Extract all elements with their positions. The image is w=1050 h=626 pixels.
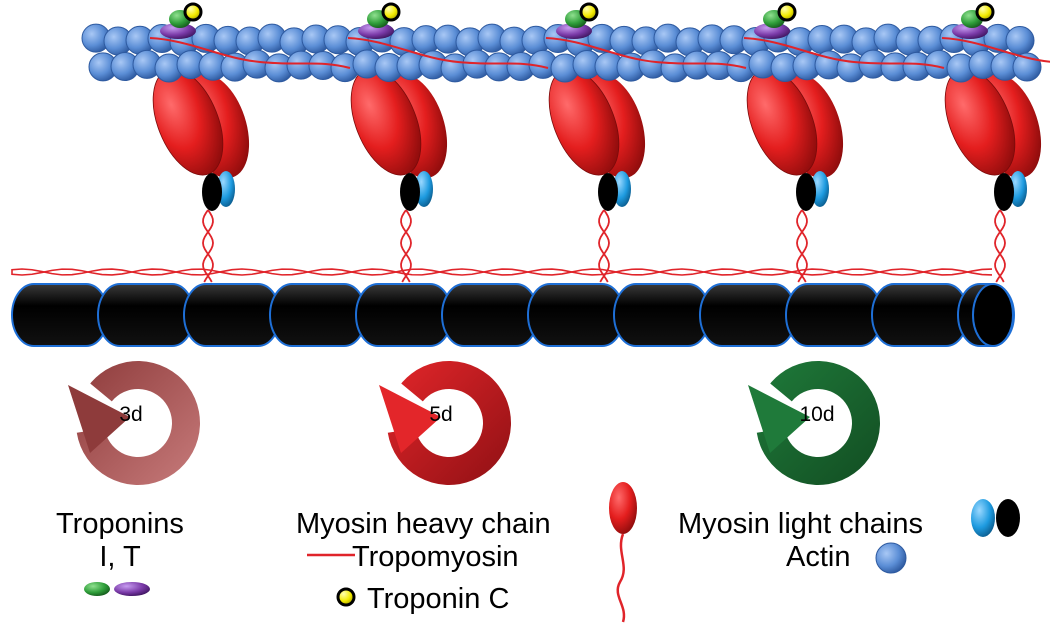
light-chain-black [994,173,1014,211]
troponin-c [381,2,401,22]
cycle-ring-icon [387,361,512,485]
legend-troponin-c-label: Troponin C [367,583,509,615]
thick-filament-segment [699,283,797,347]
myosin-tail [400,209,412,283]
thick-filament-strand [11,268,993,276]
myosin-tail [796,209,808,283]
cycle-myosin-light-chains: 10d [748,361,880,486]
myosin-tail [598,209,610,283]
tropomyosin-segment [149,37,351,69]
cycle-myosin-heavy-chain: 5d [379,361,512,485]
legend-actin: Actin [786,541,907,574]
light-chain-blue [415,171,433,207]
light-chain-blue-icon [971,499,995,537]
tropomyosin-strand [149,37,1050,69]
thick-filament-segment [871,283,969,347]
tropomyosin-segment [941,37,1050,63]
myosin-tail [202,209,214,283]
myosin-tail [796,209,808,283]
thick-filament-segment [613,283,711,347]
actin-monomer [1005,25,1035,55]
troponin-t [952,23,988,39]
troponin-c [183,2,203,22]
light-chain-black [400,173,420,211]
cycle-ring-icon [76,361,200,485]
light-chain-blue [811,171,829,207]
legend-myosin-light-chains: Myosin light chains [678,499,1020,540]
light-chain-blue [217,171,235,207]
myosin-heavy-chain-icon [609,482,637,534]
myosin-tail [994,209,1006,283]
myosin-heavy-chain-tail-icon [616,533,626,623]
thick-filament-segment [269,283,367,347]
troponin-c [975,2,995,22]
cycle-label-3d: 3d [119,403,142,426]
legend-troponin-c: Troponin C [336,583,509,615]
troponin-t-icon [114,582,150,596]
troponin-t [160,23,196,39]
cycle-arrow-icon [68,385,130,453]
thick-filament-segment [11,283,109,347]
light-chain-black [202,173,222,211]
light-chain-blue [613,171,631,207]
myosin-tail [598,209,610,283]
light-chain-black [796,173,816,211]
light-chain-blue [1009,171,1027,207]
myosin-tails [202,209,1006,283]
thick-filament-segment [785,283,883,347]
troponin-t [358,23,394,39]
thick-filament-segment [527,283,625,347]
tropomyosin-segment [347,37,549,69]
legend-troponins: Troponins I, T [56,508,184,596]
cycle-ring-icon [756,361,880,486]
cycle-troponins: 3d [68,361,200,485]
light-chain-black-icon [996,499,1020,537]
legend-troponins-subtypes: I, T [99,541,141,573]
myosin-tail [994,209,1006,283]
troponin-c-icon [336,587,356,607]
legend-actin-label: Actin [786,541,850,573]
legend-myosin-heavy-chain-label: Myosin heavy chain [296,508,551,540]
legend-myosin-heavy-chain: Myosin heavy chain [296,482,637,623]
myosin-heads [152,68,1042,211]
cycle-arrow-icon [379,385,441,453]
legend-tropomyosin-label: Tropomyosin [352,541,519,573]
troponin-c [777,2,797,22]
actin-icon [875,542,907,574]
troponin-complexes [160,2,995,39]
myosin-tail [202,209,214,283]
troponin-c [579,2,599,22]
troponin-t [556,23,592,39]
thick-filament-strand [11,268,993,276]
cycle-arrow-icon [748,385,810,453]
cycle-label-5d: 5d [429,403,452,426]
troponin-i-icon [84,582,110,596]
light-chain-black [598,173,618,211]
thick-filament [11,268,1015,347]
cycle-label-10d: 10d [799,403,834,426]
myosin-tail [400,209,412,283]
legend-troponins-label: Troponins [56,508,184,540]
troponin-t [754,23,790,39]
thick-filament-segment [183,283,281,347]
legend-tropomyosin: Tropomyosin [307,541,519,573]
tropomyosin-segment [545,37,747,69]
thick-filament-segment [441,283,539,347]
thick-filament-segment [97,283,195,347]
legend-myosin-light-chains-label: Myosin light chains [678,508,923,540]
tropomyosin-segment [743,37,945,69]
thick-filament-end [972,283,1014,347]
thick-filament-segment [355,283,453,347]
